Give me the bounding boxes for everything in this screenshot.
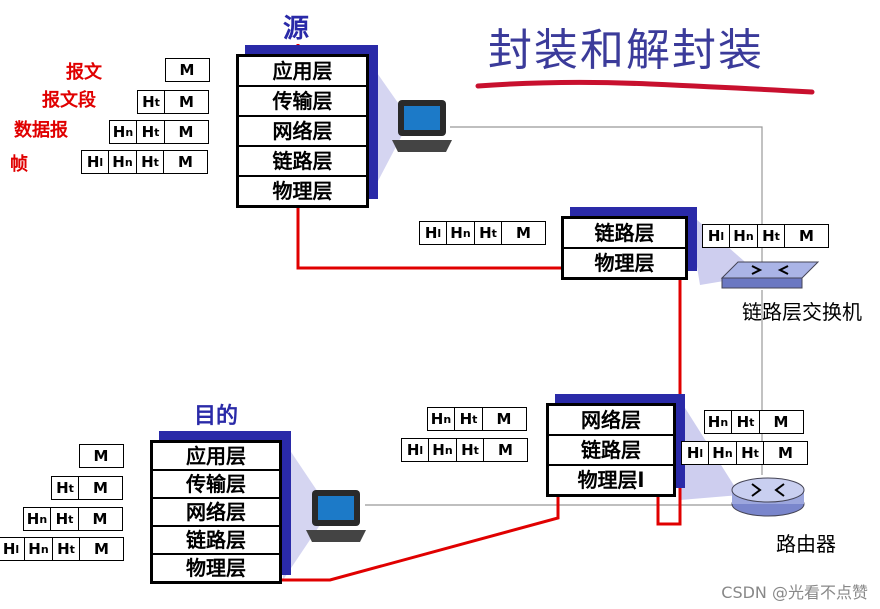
payload-cell: M [77,507,123,531]
watermark: CSDN @光看不点赞 [721,583,868,602]
dest-protocol-stack: 应用层 传输层 网络层 链路层 物理层 [150,440,282,584]
layer-physical: 物理层 [594,251,655,275]
payload-cell: M [481,407,527,431]
layer-application: 应用层 [153,443,279,471]
layer-physical: 物理层l [577,468,645,492]
dest-label: 目的 [194,404,239,429]
payload-cell: M [164,90,209,114]
payload-cell: M [784,224,829,248]
source-beam [368,60,410,200]
title-underline [475,79,815,95]
link-src-switch [450,126,763,262]
dest-beam [283,440,330,580]
payload-cell: M [763,441,808,465]
dest-computer-icon [306,490,366,542]
layer-application: 应用层 [239,57,366,87]
segment-label: 报文段 [42,90,96,111]
router-icon [731,477,805,517]
router-label: 路由器 [776,532,836,556]
payload-cell: M [164,58,210,82]
router-protocol-stack: 网络层 链路层 物理层l [546,403,676,497]
payload-cell: M [78,444,124,468]
switch-protocol-stack: 链路层 物理层 [561,216,688,280]
source-protocol-stack: 应用层 传输层 网络层 链路层 物理层 [236,54,369,208]
layer-physical: 物理层 [186,556,246,580]
datagram-label: 数据报 [14,120,68,141]
layer-link: 链路层 [564,219,685,249]
payload-cell: M [78,476,123,500]
layer-physical: 物理层 [272,179,333,203]
dst-packet-message: M [78,444,124,468]
layer-transport: 传输层 [153,471,279,499]
payload-cell: M [163,120,209,144]
payload-cell: M [163,150,208,174]
src-packet-message: M [164,58,210,82]
layer-link: 链路层 [549,436,673,466]
payload-cell: M [501,221,546,245]
frame-label: 帧 [10,154,28,175]
page-title: 封装和解封装 [488,25,764,76]
layer-network: 网络层 [549,406,673,436]
layer-network: 网络层 [153,499,279,527]
message-label: 报文 [66,62,102,83]
source-label: 源 [283,14,310,44]
switch-label: 链路层交换机 [742,300,862,324]
source-computer-icon [392,100,452,152]
layer-transport: 传输层 [239,87,366,117]
payload-cell: M [483,438,528,462]
layer-link: 链路层 [239,147,366,177]
switch-icon [720,261,820,289]
layer-link: 链路层 [153,527,279,555]
payload-cell: M [79,537,124,561]
layer-network: 网络层 [239,117,366,147]
payload-cell: M [758,410,804,434]
